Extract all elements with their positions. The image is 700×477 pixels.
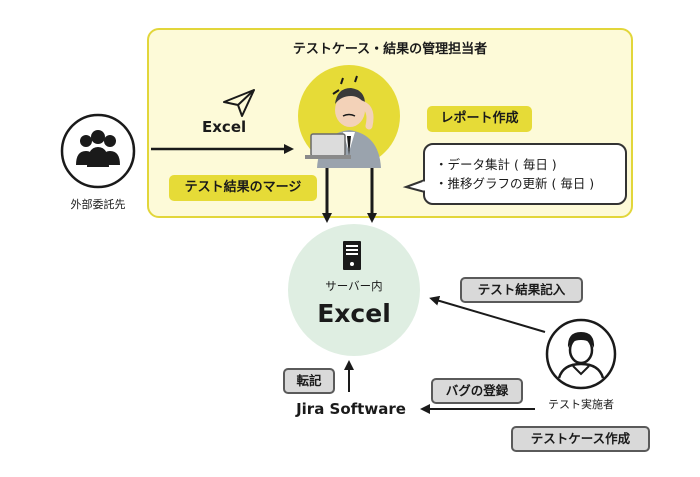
test-result-entry-label: テスト結果記入: [460, 277, 583, 303]
report-label: レポート作成: [427, 106, 532, 132]
manager-title: テストケース・結果の管理担当者: [292, 42, 488, 57]
bug-register-label: バグの登録: [431, 378, 523, 404]
worried-person-icon: [298, 65, 400, 168]
arrow-tester-to-server: [429, 295, 546, 333]
transcribe-label: 転記: [283, 368, 335, 394]
jira-label: Jira Software: [296, 400, 406, 418]
server-excel-label: Excel: [317, 299, 391, 328]
external-label: 外部委託先: [70, 198, 126, 211]
tester-label: テスト実施者: [548, 398, 614, 411]
report-bubble: ・データ集計 ( 毎日 ) ・推移グラフの更新 ( 毎日 ): [423, 143, 627, 205]
merge-label: テスト結果のマージ: [169, 175, 317, 201]
server-icon: [343, 241, 361, 270]
server-caption: サーバー内: [325, 279, 383, 293]
person-icon: [545, 318, 617, 390]
report-item-trend-graph: ・推移グラフの更新 ( 毎日 ): [435, 176, 595, 191]
report-item-daily-aggregate: ・データ集計 ( 毎日 ): [435, 157, 557, 172]
testcase-create-label: テストケース作成: [511, 426, 650, 452]
paper-plane-icon: [223, 89, 255, 117]
group-people-icon: [60, 113, 136, 189]
excel-arrow-label: Excel: [202, 118, 247, 136]
